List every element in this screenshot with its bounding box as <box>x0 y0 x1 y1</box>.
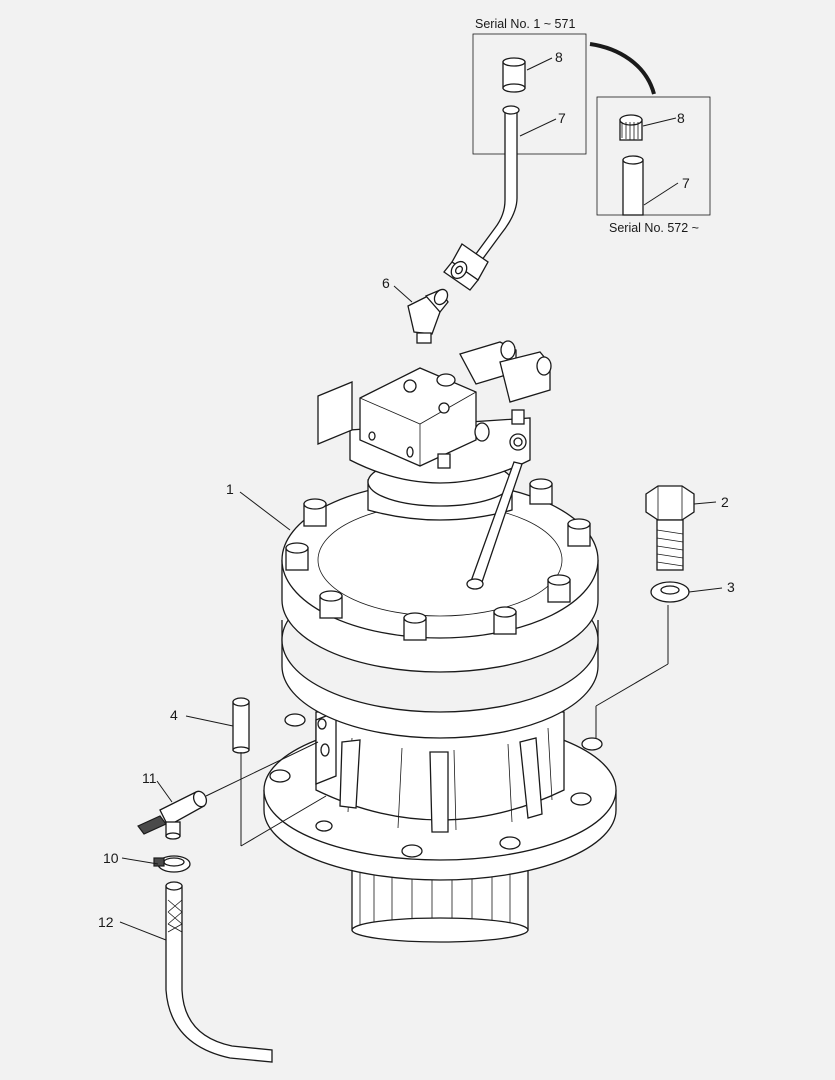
callout-6: 6 <box>382 275 390 291</box>
part-3-washer <box>650 581 690 603</box>
part-10-hose-clamp <box>153 855 191 873</box>
callout-11: 11 <box>142 770 157 786</box>
part-8-cap-old <box>502 57 526 93</box>
serial-label-new: Serial No. 572 ~ <box>609 221 699 235</box>
callout-1: 1 <box>226 481 234 497</box>
part-1-swing-motor-assembly <box>263 340 617 943</box>
callout-7-old: 7 <box>558 110 566 126</box>
part-4-pin <box>232 697 250 754</box>
part-2-bolt <box>645 485 695 571</box>
part-7-hose-old <box>443 105 520 291</box>
callout-8-new: 8 <box>677 110 685 126</box>
callout-8-old: 8 <box>555 49 563 65</box>
serial-inset-old: Serial No. 1 ~ 571 <box>472 17 587 155</box>
part-7-hose-new <box>622 155 644 216</box>
part-12-drain-hose <box>165 881 273 1063</box>
callout-7-new: 7 <box>682 175 690 191</box>
serial-label-old: Serial No. 1 ~ 571 <box>475 17 575 31</box>
part-6-elbow-fitting <box>407 288 449 344</box>
callout-4: 4 <box>170 707 178 723</box>
callout-12: 12 <box>98 914 114 930</box>
supersession-arrow <box>589 42 656 95</box>
flange-bolts <box>285 478 591 641</box>
part-8-cap-new <box>619 114 643 141</box>
serial-inset-new: Serial No. 572 ~ <box>596 96 711 235</box>
callout-10: 10 <box>103 850 119 866</box>
callout-numbers: 1 2 3 4 6 7 8 7 8 10 11 12 <box>98 49 735 930</box>
callout-3: 3 <box>727 579 735 595</box>
part-11-drain-cock <box>137 790 208 840</box>
callout-2: 2 <box>721 494 729 510</box>
leader-lines <box>119 57 723 941</box>
